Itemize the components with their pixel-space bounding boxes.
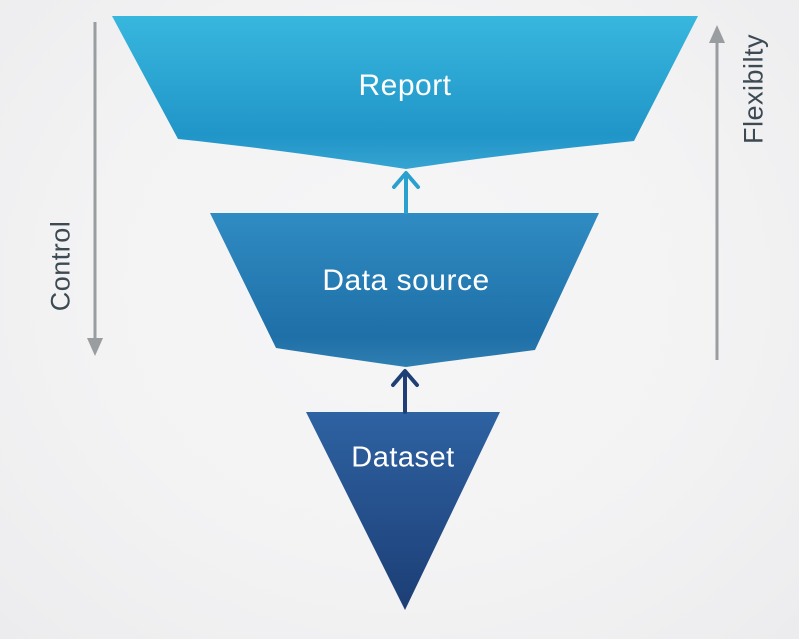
- control-axis-arrowhead-down-icon: [87, 338, 103, 356]
- arrow-datasource-to-report: [392, 171, 420, 214]
- dataset-label: Dataset: [351, 441, 455, 474]
- report-shape: [112, 16, 698, 169]
- datasource-label: Data source: [322, 264, 490, 297]
- control-axis-arrow: [87, 22, 103, 356]
- dataset-shape: [306, 412, 500, 610]
- arrow-datasource-to-report-head: [392, 171, 420, 189]
- control-axis-label: Control: [45, 220, 76, 312]
- flexibility-axis-arrowhead-up-icon: [709, 25, 725, 43]
- arrow-dataset-to-datasource-head: [391, 369, 419, 387]
- arrow-dataset-to-datasource: [391, 369, 419, 414]
- flexibility-axis-arrow: [709, 25, 725, 360]
- report-label: Report: [358, 69, 452, 102]
- datasource-shape: [210, 213, 599, 367]
- flexibility-axis-label: Flexibilty: [738, 33, 769, 145]
